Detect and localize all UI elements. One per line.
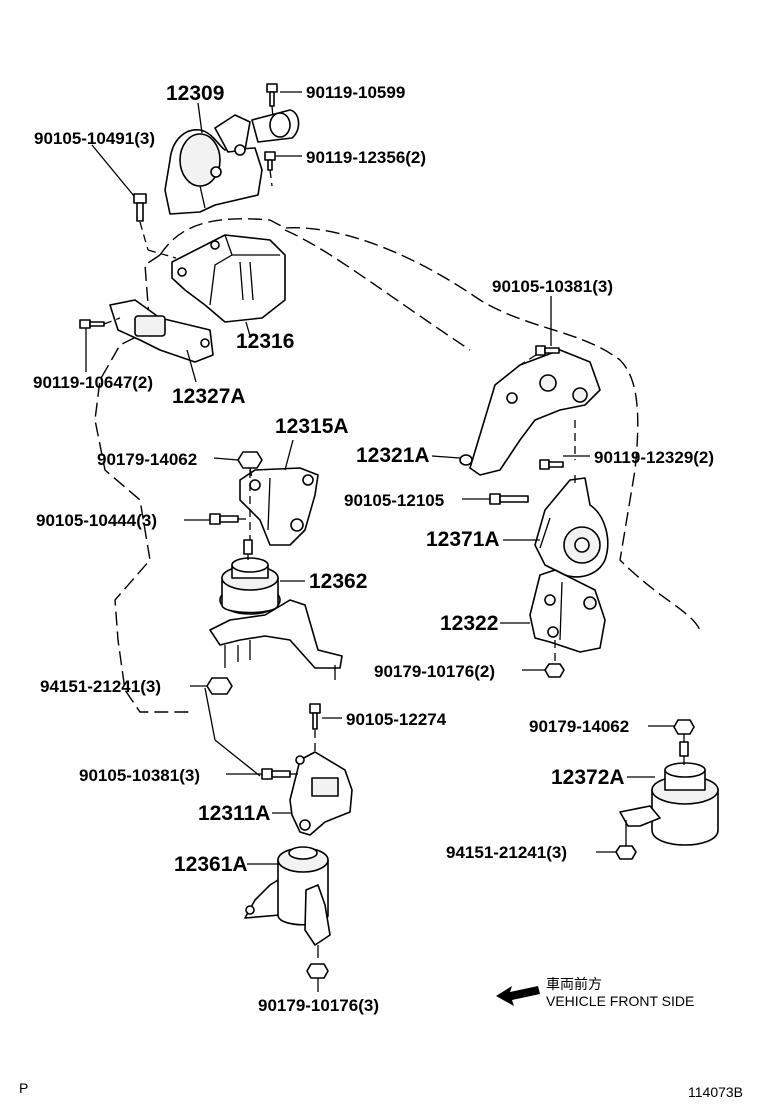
label-12362: 12362 [309,570,367,593]
label-90119-12356: 90119-12356(2) [306,148,426,167]
label-12361A: 12361A [174,853,248,876]
part-12321A [459,349,601,476]
label-12316: 12316 [236,330,294,353]
label-90179-14062-right: 90179-14062 [529,717,629,736]
label-90119-10599: 90119-10599 [306,83,405,102]
label-90179-10176-2: 90179-10176(2) [374,662,495,681]
footer: P 114073B [19,1080,743,1100]
label-12371A: 12371A [426,528,500,551]
direction-jp: 車両前方 [546,976,602,992]
part-12322 [529,569,606,653]
vehicle-front-arrow [496,986,540,1006]
label-90105-12274: 90105-12274 [346,710,447,729]
part-12362 [209,539,343,680]
label-12321A: 12321A [356,444,430,467]
label-12327A: 12327A [172,385,246,408]
leader-lines [85,91,685,992]
part-12327A [109,299,214,363]
footer-left: P [19,1080,28,1096]
footer-right: 114073B [688,1084,743,1100]
direction-en: VEHICLE FRONT SIDE [546,993,694,1009]
label-12315A: 12315A [275,415,349,438]
label-90119-10647: 90119-10647(2) [33,373,153,392]
part-12316 [171,234,286,323]
label-12322: 12322 [440,612,498,635]
label-90105-12105: 90105-12105 [344,491,444,510]
direction-labels: 車両前方 VEHICLE FRONT SIDE [546,976,694,1009]
part-12361A [244,846,331,958]
label-90119-12329: 90119-12329(2) [594,448,714,467]
label-90179-14062-left: 90179-14062 [97,450,197,469]
label-12311A: 12311A [198,802,270,825]
part-12372A [619,741,719,846]
label-12309: 12309 [166,82,224,105]
part-12371A [534,477,609,578]
part-12309 [164,109,300,215]
label-12372A: 12372A [551,766,625,789]
part-12315A [239,467,319,546]
label-90105-10491: 90105-10491(3) [34,129,155,148]
part-12311A [289,751,353,836]
fasteners [79,83,695,979]
label-90105-10444: 90105-10444(3) [36,511,157,530]
label-94151-21241-right: 94151-21241(3) [446,843,567,862]
part-labels: 12309 90119-10599 90105-10491(3) 90119-1… [33,82,714,1015]
label-90105-10381-mid: 90105-10381(3) [79,766,200,785]
label-90179-10176-3: 90179-10176(3) [258,996,379,1015]
label-90105-10381-top: 90105-10381(3) [492,277,613,296]
label-94151-21241-left: 94151-21241(3) [40,677,161,696]
